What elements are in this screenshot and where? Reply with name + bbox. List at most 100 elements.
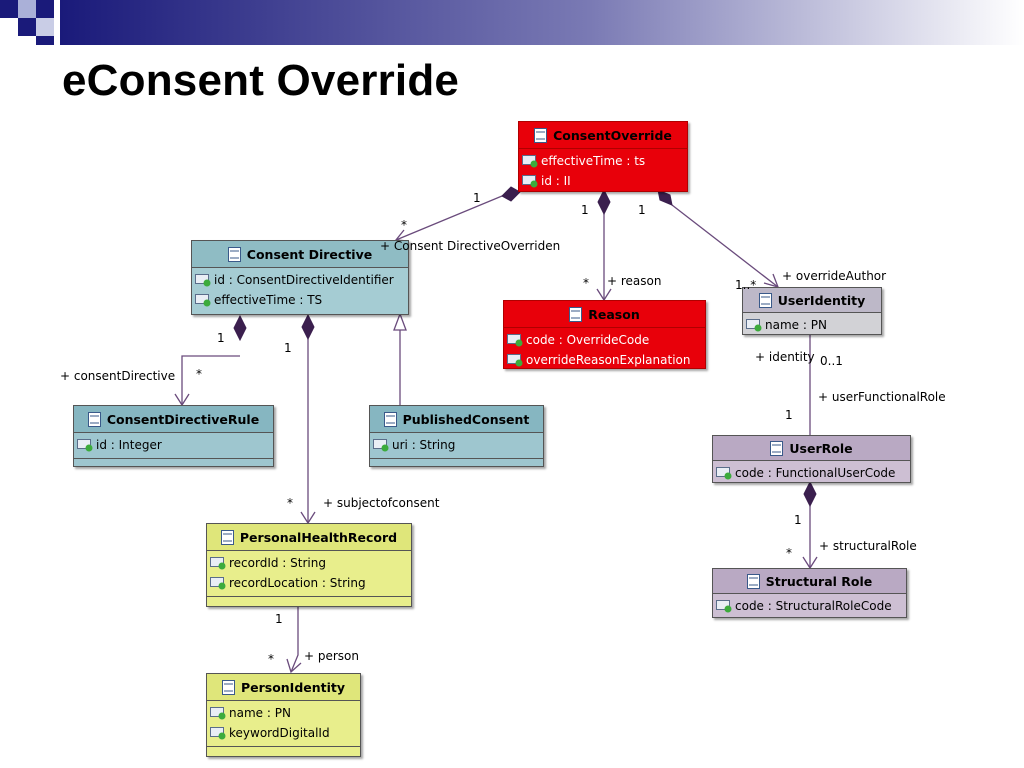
class-icon bbox=[87, 411, 101, 427]
attribute-text: effectiveTime : ts bbox=[541, 154, 646, 168]
attribute-text: id : ConsentDirectiveIdentifier bbox=[214, 273, 394, 287]
attribute-icon bbox=[195, 273, 212, 287]
attribute-icon bbox=[716, 599, 733, 613]
class-consent-directive-rule[interactable]: ConsentDirectiveRule id : Integer bbox=[73, 405, 274, 467]
attribute-icon bbox=[522, 154, 539, 168]
attribute-icon bbox=[746, 318, 763, 332]
attribute-icon bbox=[507, 353, 524, 367]
class-published-consent[interactable]: PublishedConsent uri : String bbox=[369, 405, 544, 467]
attribute-icon bbox=[210, 726, 227, 740]
attribute-text: name : PN bbox=[765, 318, 827, 332]
attribute-row: keywordDigitalId bbox=[210, 723, 360, 743]
attribute-row: id : II bbox=[522, 171, 687, 191]
attribute-text: code : OverrideCode bbox=[526, 333, 650, 347]
class-user-identity[interactable]: UserIdentity name : PN bbox=[742, 287, 882, 335]
attribute-text: keywordDigitalId bbox=[229, 726, 330, 740]
class-name: ConsentOverride bbox=[553, 127, 672, 143]
attribute-row: effectiveTime : ts bbox=[522, 151, 687, 171]
multiplicity-label: 1 bbox=[794, 513, 802, 527]
attribute-row: code : OverrideCode bbox=[507, 330, 705, 350]
class-header: ConsentDirectiveRule bbox=[74, 406, 273, 433]
class-icon bbox=[758, 292, 772, 308]
role-label: + identity bbox=[755, 350, 815, 364]
class-user-role[interactable]: UserRole code : FunctionalUserCode bbox=[712, 435, 911, 483]
attribute-icon bbox=[210, 556, 227, 570]
multiplicity-label: 1..* bbox=[735, 278, 757, 292]
attribute-text: overrideReasonExplanation bbox=[526, 353, 691, 367]
role-label: + overrideAuthor bbox=[782, 269, 887, 283]
role-label: + userFunctionalRole bbox=[818, 390, 946, 404]
multiplicity-label: * bbox=[287, 496, 293, 510]
class-icon bbox=[227, 246, 241, 262]
class-consent-directive[interactable]: Consent Directive id : ConsentDirectiveI… bbox=[191, 240, 409, 315]
class-header: Reason bbox=[504, 301, 705, 328]
attribute-text: code : FunctionalUserCode bbox=[735, 466, 896, 480]
class-name: Reason bbox=[588, 306, 640, 322]
attribute-icon bbox=[507, 333, 524, 347]
attribute-icon bbox=[195, 293, 212, 307]
class-header: Structural Role bbox=[713, 569, 906, 594]
attribute-text: recordLocation : String bbox=[229, 576, 366, 590]
class-header: Consent Directive bbox=[192, 241, 408, 268]
class-icon bbox=[383, 411, 397, 427]
class-icon bbox=[534, 127, 548, 143]
class-icon bbox=[569, 306, 583, 322]
class-header: UserRole bbox=[713, 436, 910, 461]
class-personal-health-record[interactable]: PersonalHealthRecord recordId : String r… bbox=[206, 523, 412, 607]
class-header: PersonalHealthRecord bbox=[207, 524, 411, 551]
attribute-icon bbox=[373, 438, 390, 452]
attribute-row: name : PN bbox=[210, 703, 360, 723]
class-name: PersonIdentity bbox=[240, 679, 346, 695]
attribute-icon bbox=[77, 438, 94, 452]
multiplicity-label: 1 bbox=[275, 612, 283, 626]
attribute-row: overrideReasonExplanation bbox=[507, 350, 705, 370]
attribute-icon bbox=[522, 174, 539, 188]
role-label: + subjectofconsent bbox=[323, 496, 440, 510]
role-label: + reason bbox=[607, 274, 662, 288]
multiplicity-label: * bbox=[786, 546, 792, 560]
multiplicity-label: * bbox=[268, 652, 274, 666]
role-label: + person bbox=[304, 649, 360, 663]
attribute-row: effectiveTime : TS bbox=[195, 290, 408, 310]
slide-title: eConsent Override bbox=[62, 56, 460, 105]
role-label: + Consent DirectiveOverriden bbox=[380, 239, 561, 253]
class-header: PublishedConsent bbox=[370, 406, 543, 433]
class-icon bbox=[220, 529, 234, 545]
attribute-text: code : StructuralRoleCode bbox=[735, 599, 892, 613]
attribute-text: name : PN bbox=[229, 706, 291, 720]
class-reason[interactable]: Reason code : OverrideCode overrideReaso… bbox=[503, 300, 706, 369]
multiplicity-label: * bbox=[401, 218, 407, 232]
attribute-text: id : II bbox=[541, 174, 571, 188]
multiplicity-label: * bbox=[583, 276, 589, 290]
class-consent-override[interactable]: ConsentOverride effectiveTime : ts id : … bbox=[518, 121, 688, 192]
attribute-text: uri : String bbox=[392, 438, 456, 452]
attribute-icon bbox=[716, 466, 733, 480]
class-icon bbox=[746, 573, 760, 589]
multiplicity-label: 1 bbox=[638, 203, 646, 217]
header-gradient-band bbox=[0, 0, 1024, 45]
attribute-row: recordLocation : String bbox=[210, 573, 411, 593]
class-name: PublishedConsent bbox=[402, 411, 530, 427]
attribute-row: code : StructuralRoleCode bbox=[716, 596, 906, 616]
attribute-row: id : Integer bbox=[77, 435, 273, 455]
class-header: ConsentOverride bbox=[519, 122, 687, 149]
attribute-icon bbox=[210, 706, 227, 720]
multiplicity-label: 1 bbox=[284, 341, 292, 355]
attribute-row: uri : String bbox=[373, 435, 543, 455]
class-name: Consent Directive bbox=[246, 246, 373, 262]
role-label: + consentDirective bbox=[60, 369, 176, 383]
multiplicity-label: 0..1 bbox=[820, 354, 843, 368]
class-person-identity[interactable]: PersonIdentity name : PN keywordDigitalI… bbox=[206, 673, 361, 757]
attribute-text: id : Integer bbox=[96, 438, 162, 452]
attribute-icon bbox=[210, 576, 227, 590]
multiplicity-label: 1 bbox=[217, 331, 225, 345]
class-name: PersonalHealthRecord bbox=[239, 529, 398, 545]
attribute-text: effectiveTime : TS bbox=[214, 293, 323, 307]
class-structural-role[interactable]: Structural Role code : StructuralRoleCod… bbox=[712, 568, 907, 618]
multiplicity-label: 1 bbox=[785, 408, 793, 422]
class-name: Structural Role bbox=[765, 573, 873, 589]
class-name: ConsentDirectiveRule bbox=[106, 411, 260, 427]
multiplicity-label: * bbox=[196, 367, 202, 381]
class-header: PersonIdentity bbox=[207, 674, 360, 701]
